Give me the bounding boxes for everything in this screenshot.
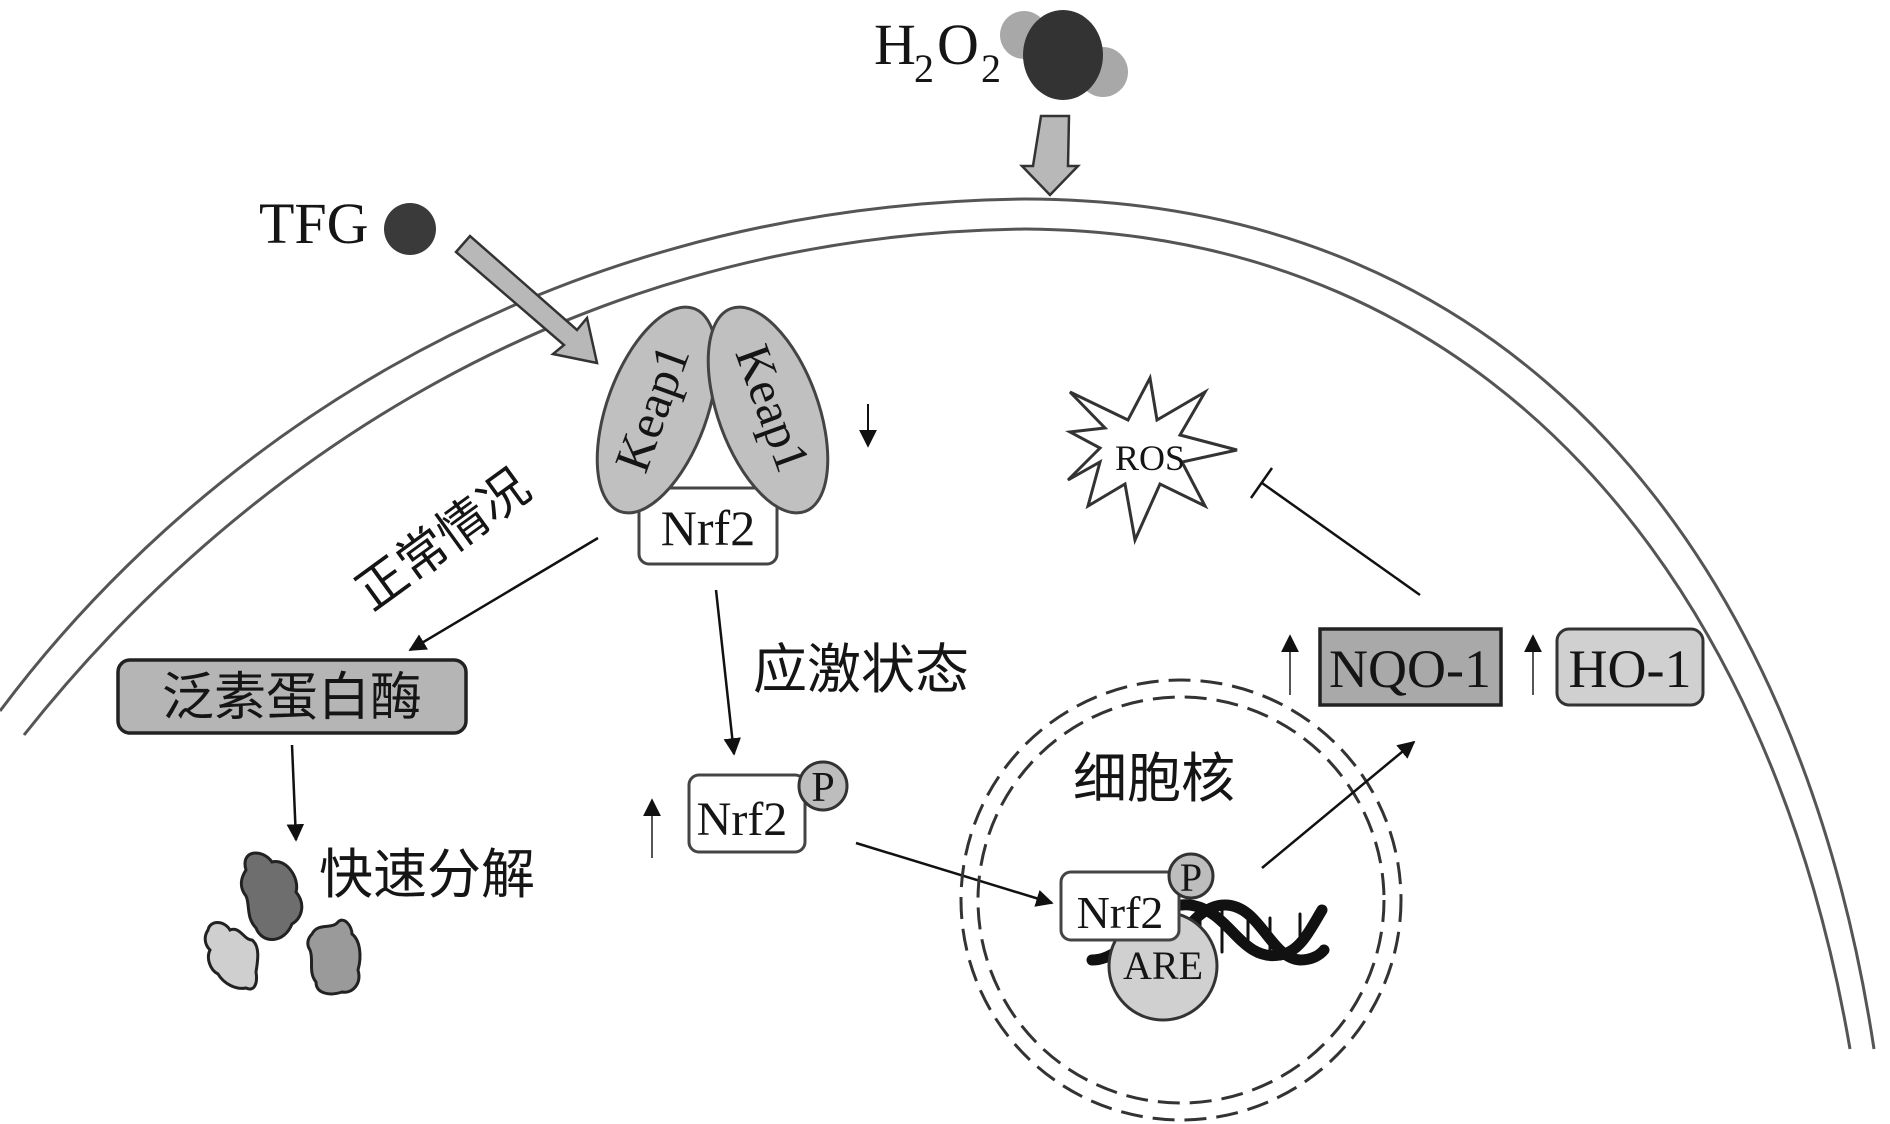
ubiquitin-ligase-box — [116, 658, 468, 735]
rapid-degradation-label: 快速分解 — [319, 845, 535, 905]
ho1: HO-1 — [1555, 627, 1705, 707]
h2o2-h: H — [874, 12, 916, 77]
ros-inhibition-icon — [1249, 467, 1421, 597]
membrane-inner-line — [22, 227, 1852, 1050]
normal-path-arrow-icon — [408, 536, 599, 652]
degradation-arrow-icon — [286, 744, 305, 842]
phosphate-icon — [797, 760, 849, 812]
h2o2-label: H 2 O 2 — [874, 12, 1001, 91]
phospho-nrf2-box — [687, 773, 807, 854]
keap1-left: Keap1 — [595, 305, 719, 515]
stress-state-label: 应激状态 — [753, 640, 969, 700]
normal-condition-label: 正常情况 — [346, 458, 541, 621]
tfg-label: TFG — [259, 191, 369, 256]
nucleus — [959, 678, 1403, 1122]
nucleus-outer-membrane — [959, 678, 1403, 1122]
nuclear-nrf2-box — [1059, 870, 1181, 942]
nrf2-box — [637, 486, 779, 566]
h2o2-sub2: 2 — [981, 46, 1001, 91]
ros-label: ROS — [1115, 438, 1185, 478]
degraded-protein-fragments-icon — [203, 851, 362, 996]
h2o2-entry-arrow-icon — [1019, 114, 1081, 197]
keap1-nrf2-complex: Nrf2 Keap1 Keap1 — [595, 305, 830, 566]
membrane-outer-line — [0, 197, 1876, 1050]
phospho-nrf2-label: Nrf2 — [697, 793, 788, 846]
nqo1: NQO-1 — [1318, 627, 1503, 707]
h2o2-o: O — [937, 12, 979, 77]
nuclear-phosphate-label: P — [1180, 855, 1202, 900]
gene-expression-arrow-icon — [1261, 740, 1416, 869]
tfg-dot-icon — [384, 203, 436, 255]
phosphate-label: P — [811, 765, 834, 811]
nuclear-translocation-arrow-icon — [855, 841, 1054, 907]
ho1-label: HO-1 — [1569, 639, 1692, 699]
tfg-entry-arrow-icon — [454, 234, 599, 365]
nrf2-label: Nrf2 — [661, 500, 755, 556]
h2o2-sub1: 2 — [914, 46, 934, 91]
ros-burst-icon — [1065, 373, 1238, 546]
nqo1-label: NQO-1 — [1329, 639, 1491, 699]
nqo1-box — [1318, 627, 1503, 707]
are-label: ARE — [1123, 943, 1203, 988]
nucleus-label: 细胞核 — [1073, 749, 1235, 809]
ho1-box — [1555, 627, 1705, 707]
stress-path-arrow-icon — [714, 589, 741, 756]
cell-membrane — [0, 197, 1876, 1050]
ubiquitin-ligase-label: 泛素蛋白酶 — [162, 670, 422, 727]
phospho-nrf2: Nrf2 P — [687, 760, 849, 854]
nuclear-nrf2-label: Nrf2 — [1077, 887, 1164, 938]
h2o2-molecule-icon — [1000, 10, 1128, 100]
nucleus-inner-membrane — [976, 695, 1386, 1105]
nuclear-phosphate-icon — [1167, 852, 1215, 900]
nuclear-phospho-nrf2: Nrf2 P — [1059, 852, 1215, 942]
keap1-right: Keap1 — [706, 305, 830, 515]
